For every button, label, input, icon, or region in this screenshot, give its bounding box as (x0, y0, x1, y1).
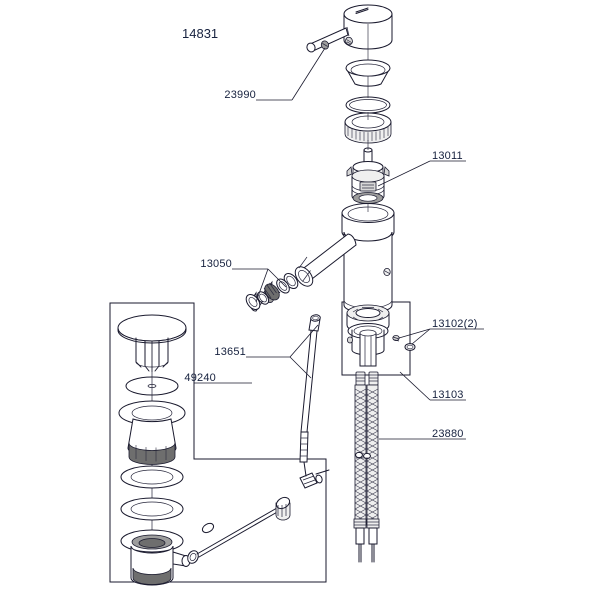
knurled-ring-nut (344, 112, 392, 144)
aerator-o-ring (256, 291, 270, 305)
drain-flange-body (118, 400, 186, 465)
leader-13011 (377, 160, 466, 187)
hose-coupling-right (368, 371, 379, 386)
leader-13651 (246, 324, 319, 379)
drain-tailpiece (120, 529, 191, 586)
hose-nut-right (366, 518, 380, 545)
part-label-49240: 49240 (184, 372, 216, 384)
hose-nut-left (353, 518, 367, 545)
faucet-body (341, 203, 395, 314)
braided-hose-right (366, 384, 379, 526)
hose-clip (355, 451, 371, 460)
drain-gasket-2 (120, 497, 184, 521)
part-label-13011: 13011 (432, 150, 463, 162)
leader-23990 (256, 47, 326, 101)
diagram-title: 14831 (182, 26, 218, 41)
mounting-screw-part (392, 334, 400, 342)
clevis-nut (275, 496, 291, 521)
set-screw-part (345, 36, 353, 46)
leader-13103 (399, 371, 466, 401)
spout-washer-2 (276, 278, 290, 294)
set-screw-washer (320, 40, 330, 50)
part-label-13103: 13103 (432, 389, 464, 401)
aerator-cap (245, 291, 264, 312)
leader-13050 (232, 268, 287, 303)
pivot-rod (187, 496, 291, 564)
aerator-washer-stack (245, 272, 299, 312)
part-label-13102: 13102(2) (432, 318, 478, 330)
lift-rod (299, 314, 321, 477)
mounting-hardware (346, 304, 390, 367)
handle-cap-assembly (306, 4, 393, 53)
hose-coupling-left (355, 371, 366, 386)
supply-hoses (353, 371, 380, 563)
drain-gasket-1 (120, 465, 184, 489)
handle-o-ring (345, 96, 391, 114)
popup-drain-assembly (117, 314, 191, 586)
clevis-strap (299, 469, 330, 489)
ceramic-cartridge (346, 147, 390, 204)
aerator-body (263, 280, 281, 303)
part-label-23880: 23880 (432, 428, 464, 440)
faucet-spout (294, 233, 357, 287)
drain-assembly-box (109, 302, 327, 583)
part-label-13651: 13651 (214, 346, 246, 358)
leader-13102 (398, 328, 484, 345)
part-label-13050: 13050 (200, 258, 232, 270)
mounting-o-ring-part (404, 343, 416, 351)
part-label-23990: 23990 (224, 89, 256, 101)
